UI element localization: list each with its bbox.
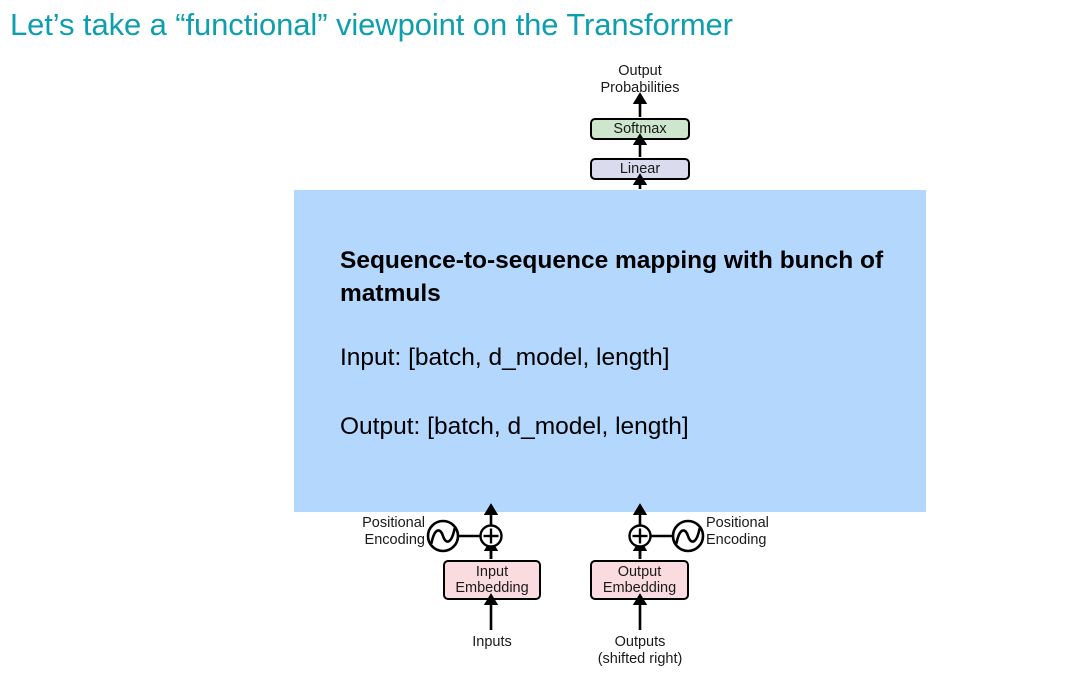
positional-encoding-right-label: Positional Encoding (706, 515, 769, 548)
positional-encoding-right-icon (671, 519, 705, 553)
right-add-icon (628, 524, 652, 548)
output-embedding-box: Output Embedding (590, 560, 689, 600)
output-probabilities-label: Output Probabilities (600, 63, 680, 96)
functional-view-panel: Sequence-to-sequence mapping with bunch … (294, 190, 926, 512)
panel-output-signature: Output: [batch, d_model, length] (340, 413, 689, 440)
panel-input-signature: Input: [batch, d_model, length] (340, 344, 670, 371)
linear-box: Linear (590, 158, 690, 180)
left-add-icon (479, 524, 503, 548)
outputs-label: Outputs (shifted right) (597, 634, 683, 667)
softmax-box: Softmax (590, 118, 690, 140)
inputs-label: Inputs (472, 634, 512, 650)
positional-encoding-left-icon (426, 519, 460, 553)
panel-heading: Sequence-to-sequence mapping with bunch … (340, 247, 884, 307)
page-title: Let’s take a “functional” viewpoint on t… (10, 7, 733, 42)
input-embedding-box: Input Embedding (443, 560, 541, 600)
positional-encoding-left-label: Positional Encoding (362, 515, 425, 548)
